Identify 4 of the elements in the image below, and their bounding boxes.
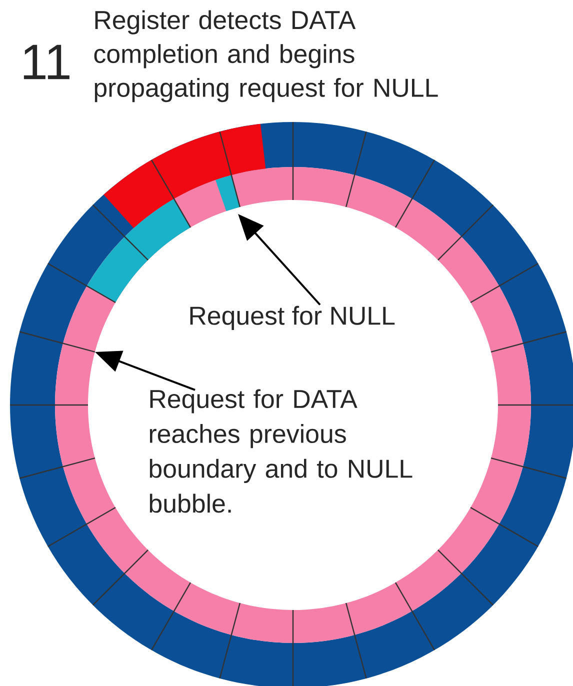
step-number: 11 [24,44,70,80]
heading: Register detects DATA completion and begins propagating request for NULL [94,10,438,102]
callout-text: Request for NULL [190,306,395,330]
callout-text: Request for DATA reaches previous boundary and to NULL bubble. [150,389,412,513]
